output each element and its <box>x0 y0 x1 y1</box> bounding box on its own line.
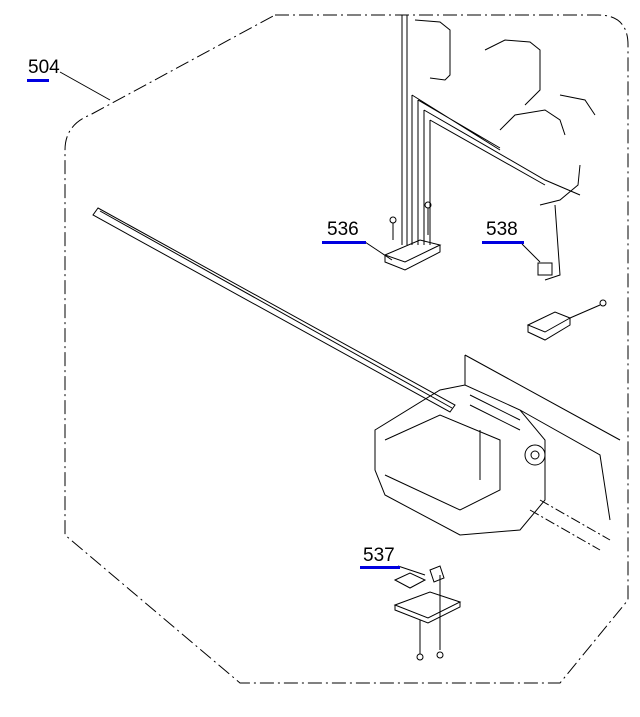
connector-536 <box>383 201 442 271</box>
carriage-unit <box>374 354 621 551</box>
callout-504-label: 504 <box>28 57 60 78</box>
callout-538-underline <box>482 241 524 244</box>
assembly-boundary <box>64 14 629 684</box>
callout-504-underline <box>27 79 49 82</box>
callout-537-label: 537 <box>363 545 395 566</box>
leader-536 <box>364 241 393 261</box>
callout-536-underline <box>322 241 366 244</box>
leader-538 <box>521 243 541 263</box>
flat-cables <box>401 15 596 281</box>
leader-504 <box>59 71 111 101</box>
callout-538-label: 538 <box>486 219 518 240</box>
callout-536-label: 536 <box>327 219 359 240</box>
callout-537-underline <box>360 566 400 569</box>
sensor-538 <box>526 262 607 341</box>
leader-537 <box>397 565 426 576</box>
board-537 <box>393 565 462 661</box>
carriage-rod <box>92 207 456 413</box>
